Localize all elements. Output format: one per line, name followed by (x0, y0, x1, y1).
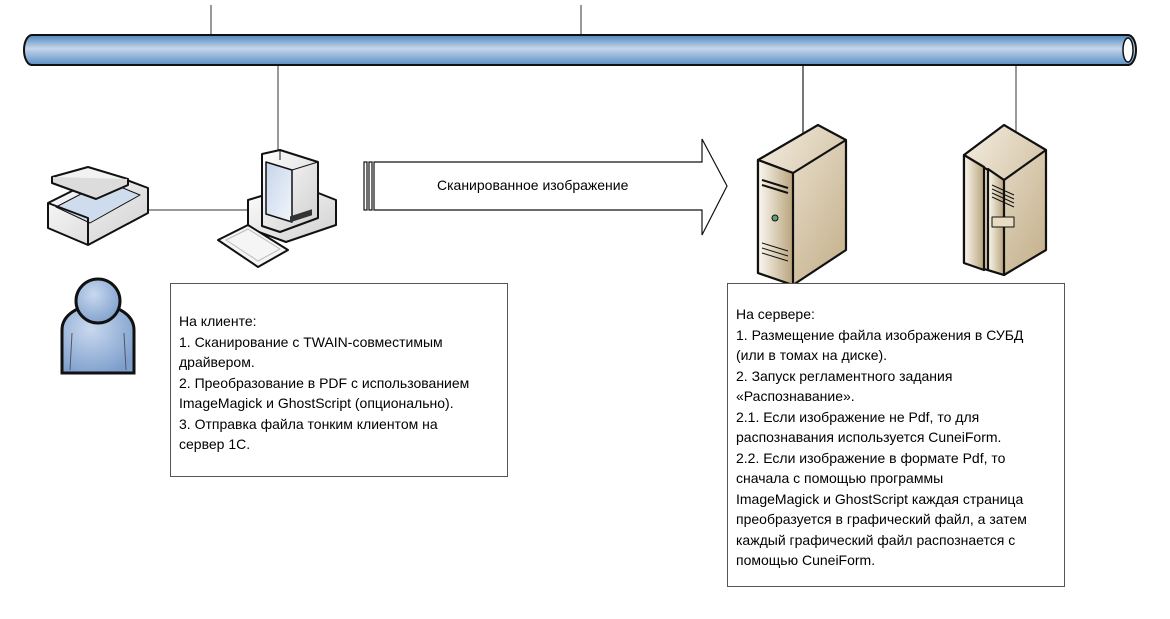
server-note-line: 2.2. Если изображение в формате Pdf, то (736, 449, 1006, 466)
server-note-line: ImageMagick и GhostScript каждая страниц… (736, 490, 1024, 507)
client-note-line: 3. Отправка файла тонким клиентом на (179, 415, 438, 432)
arrow-scanned-image (363, 138, 728, 236)
server-note-line: сначала с помощью программы (736, 470, 944, 486)
arrow-label: Сканированное изображение (437, 177, 629, 193)
tower-server-icon (756, 123, 848, 287)
server-note-line: помощью CuneiForm. (736, 552, 876, 568)
client-note-box: На клиенте: 1. Сканирование с TWAIN-совм… (170, 283, 508, 477)
keyboard-icon (217, 224, 289, 268)
server-note-line: распознавания используется CuneiForm. (736, 429, 1002, 445)
client-note-title: На клиенте: (179, 313, 257, 329)
server-note-line: «Распознавание». (736, 388, 855, 404)
desktop-computer-icon (247, 149, 337, 243)
server-note-line: 2.1. Если изображение не Pdf, то для (736, 408, 980, 425)
server-note-title: На сервере: (736, 306, 815, 322)
server-note-box: На сервере: 1. Размещение файла изображе… (727, 283, 1065, 587)
server-note-line: 1. Размещение файла изображения в СУБД (736, 326, 1024, 343)
client-note-line: ImageMagick и GhostScript (опционально). (179, 395, 454, 411)
server-note-line: 2. Запуск регламентного задания (736, 367, 953, 384)
user-icon (60, 277, 136, 375)
client-note-line: 2. Преобразование в PDF с использованием (179, 374, 470, 391)
mainframe-server-icon (962, 123, 1048, 277)
network-bus (23, 34, 1137, 66)
server-note-line: преобразуется в графический файл, а зате… (736, 511, 1027, 527)
client-note-line: 1. Сканирование с TWAIN-совместимым (179, 333, 443, 350)
bus-end-cap (1122, 37, 1134, 63)
client-note-line: сервер 1С. (179, 436, 251, 452)
client-note-line: драйвером. (179, 354, 255, 370)
server-note-line: (или в томах на диске). (736, 347, 888, 363)
scanner-icon (47, 166, 149, 246)
server-note-line: каждый графический файл распознается с (736, 531, 1016, 548)
